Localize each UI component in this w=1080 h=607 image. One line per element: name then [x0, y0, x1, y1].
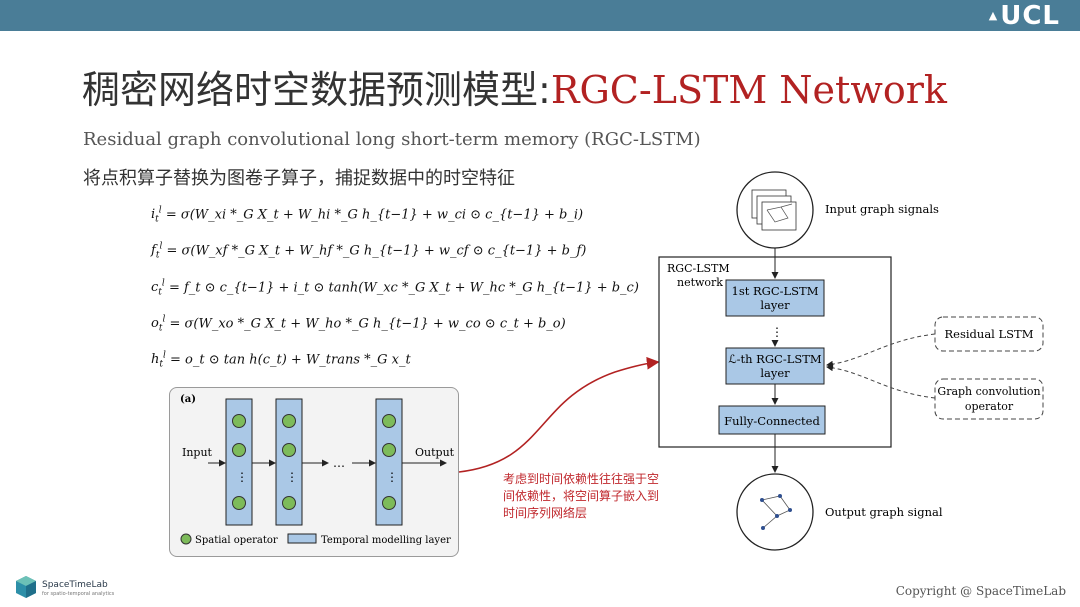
spatial-node — [232, 496, 246, 510]
legend-spatial-label: Spatial operator — [195, 535, 278, 546]
annotation-text: 考虑到时间依赖性往往强于空间依赖性，将空间算子嵌入到时间序列网络层 — [503, 472, 660, 520]
residual-lstm-label: Residual LSTM — [945, 327, 1034, 341]
spatial-node — [232, 443, 246, 457]
graph-conv-label-1: Graph convolution — [937, 385, 1040, 398]
output-graph-label: Output graph signal — [825, 505, 943, 519]
ucl-logo: ▲UCL — [989, 2, 1060, 30]
spatial-node — [232, 414, 246, 428]
rgc-lstm-layer-l — [725, 347, 825, 385]
eq-lhs: ctl — [151, 279, 165, 298]
graph-conv-label-2: operator — [965, 400, 1014, 413]
panel-label: (a) — [180, 394, 196, 405]
eq-rhs: = σ(W_xi *_G X_t + W_hi *_G h_{t−1} + w_… — [165, 207, 584, 223]
column-vertical-ellipsis: ⋮ — [236, 470, 248, 484]
legend-spatial-icon — [180, 533, 192, 545]
output-graph-node — [736, 473, 814, 551]
graph-edges-icon — [766, 203, 793, 223]
ucl-logo-mark: ▲ — [988, 9, 999, 22]
title-separator: : — [538, 68, 551, 112]
rgc-lstm-architecture: Input graph signals RGC-LSTM network 1st… — [658, 171, 1044, 551]
title-chinese: 稠密网络时空数据预测模型 — [82, 68, 539, 112]
temporal-model-diagram: (a) Input Output ⋮ ⋮ ⋮ … — [180, 394, 455, 546]
equation-forget-gate: ftl = σ(W_xf *_G X_t + W_hf *_G h_{t−1} … — [151, 242, 586, 261]
rgc-lstm-layer-1 — [725, 279, 825, 317]
spatial-node — [382, 414, 396, 428]
equation-input-gate: itl = σ(W_xi *_G X_t + W_hi *_G h_{t−1} … — [151, 206, 583, 225]
temporal-layer-column-3: ⋮ — [375, 398, 403, 526]
input-graph-label: Input graph signals — [825, 202, 939, 216]
title-english: RGC-LSTM Network — [550, 68, 947, 112]
temporal-layer-column-1: ⋮ — [225, 398, 253, 526]
vertical-ellipsis: ⋮ — [771, 325, 783, 339]
subtitle: Residual graph convolutional long short-… — [83, 129, 701, 150]
column-vertical-ellipsis: ⋮ — [286, 470, 298, 484]
connector-arrow — [458, 356, 660, 473]
graph-conv-box — [934, 378, 1044, 420]
eq-rhs: = σ(W_xf *_G X_t + W_hf *_G h_{t−1} + w_… — [166, 243, 587, 259]
ucl-logo-text: UCL — [1000, 1, 1060, 31]
eq-lhs: otl — [151, 315, 166, 334]
brand-tagline: for spatio-temporal analytics — [42, 591, 115, 597]
eq-rhs: = o_t ⊙ tan h(c_t) + W_trans *_G x_t — [170, 352, 411, 368]
box3-label: Fully-Connected — [724, 414, 820, 428]
residual-arrow — [826, 333, 936, 368]
equation-output-gate: otl = σ(W_xo *_G X_t + W_ho *_G h_{t−1} … — [151, 315, 566, 334]
top-bar: ▲UCL — [0, 0, 1080, 31]
graph-conv-arrow — [826, 364, 936, 399]
legend-temporal-icon — [287, 533, 317, 544]
input-graph-node — [736, 171, 814, 249]
connector-curve — [458, 356, 660, 473]
page-title: 稠密网络时空数据预测模型:RGC-LSTM Network — [82, 64, 947, 116]
network-label-line2: network — [677, 276, 723, 289]
copyright-text: Copyright @ SpaceTimeLab — [895, 584, 1066, 598]
temporal-model-panel: (a) Input Output ⋮ ⋮ ⋮ … — [169, 387, 459, 557]
spatial-node — [282, 496, 296, 510]
brand-name: SpaceTimeLab — [42, 580, 108, 590]
cube-icon — [16, 576, 36, 598]
graph-card-icon — [761, 201, 797, 231]
box2-line2: layer — [760, 366, 790, 380]
column-vertical-ellipsis: ⋮ — [386, 470, 398, 484]
box1-line2: layer — [760, 298, 790, 312]
network-label-line1: RGC-LSTM — [667, 262, 730, 275]
spatial-node — [282, 443, 296, 457]
spatial-node — [282, 414, 296, 428]
subtitle-chinese: 将点积算子替换为图卷子算子，捕捉数据中的时空特征 — [83, 168, 515, 189]
spatial-node — [382, 496, 396, 510]
eq-lhs: itl — [151, 206, 162, 225]
equation-cell-state: ctl = f_t ⊙ c_{t−1} + i_t ⊙ tanh(W_xc *_… — [151, 279, 639, 298]
eq-lhs: htl — [151, 351, 166, 370]
equation-hidden-state: htl = o_t ⊙ tan h(c_t) + W_trans *_G x_t — [151, 351, 411, 370]
eq-rhs: = f_t ⊙ c_{t−1} + i_t ⊙ tanh(W_xc *_G X_… — [168, 280, 639, 296]
spatial-node — [382, 443, 396, 457]
eq-lhs: ftl — [151, 242, 163, 261]
panel-input-label: Input — [182, 446, 213, 459]
box2-line1: ℒ-th RGC-LSTM — [728, 352, 822, 366]
fully-connected-layer — [718, 405, 826, 435]
panel-horizontal-ellipsis: … — [333, 456, 345, 470]
box1-line1: 1st RGC-LSTM — [732, 284, 819, 298]
temporal-layer-column-2: ⋮ — [275, 398, 303, 526]
panel-output-label: Output — [415, 446, 455, 459]
legend-temporal-label: Temporal modelling layer — [321, 535, 451, 546]
eq-rhs: = σ(W_xo *_G X_t + W_ho *_G h_{t−1} + w_… — [169, 316, 566, 332]
